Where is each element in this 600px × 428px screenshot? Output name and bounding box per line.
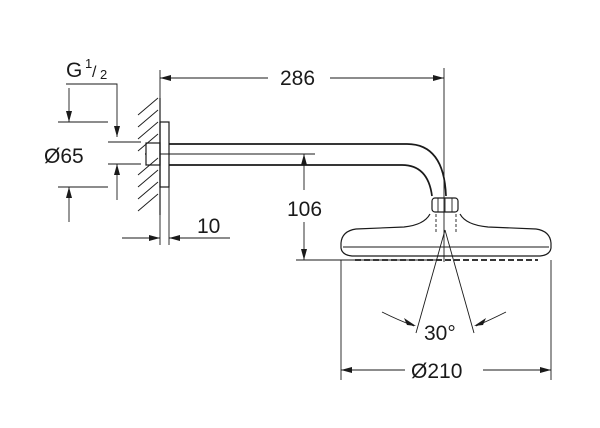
wall-offset-label: 10 — [197, 215, 220, 238]
drop-height-label: 106 — [287, 198, 322, 221]
wall-hatching — [137, 97, 161, 215]
flange-diameter-dimension: Ø65 — [44, 88, 141, 222]
thread-denominator: 2 — [100, 67, 107, 82]
head-diameter-dimension: Ø210 — [340, 260, 552, 383]
head-diameter-label: Ø210 — [411, 360, 462, 383]
svg-text:/: / — [92, 64, 97, 81]
flange-diameter-label: Ø65 — [44, 145, 84, 168]
drop-height-dimension: 106 — [287, 153, 440, 261]
thread-label: G 1 / 2 — [66, 56, 107, 82]
swivel-joint — [431, 197, 459, 213]
shower-head — [340, 213, 552, 261]
wall-offset-dimension: 10 — [122, 187, 230, 245]
wall-flange — [145, 121, 170, 188]
arm-length-label: 286 — [280, 67, 315, 90]
shower-arm — [160, 143, 447, 197]
thread-numerator: 1 — [85, 56, 92, 71]
spray-angle-dimension: 30° — [381, 229, 507, 345]
spray-angle-label: 30° — [424, 322, 456, 345]
arm-length-dimension: 286 — [159, 67, 445, 262]
thread-letter: G — [66, 59, 82, 82]
